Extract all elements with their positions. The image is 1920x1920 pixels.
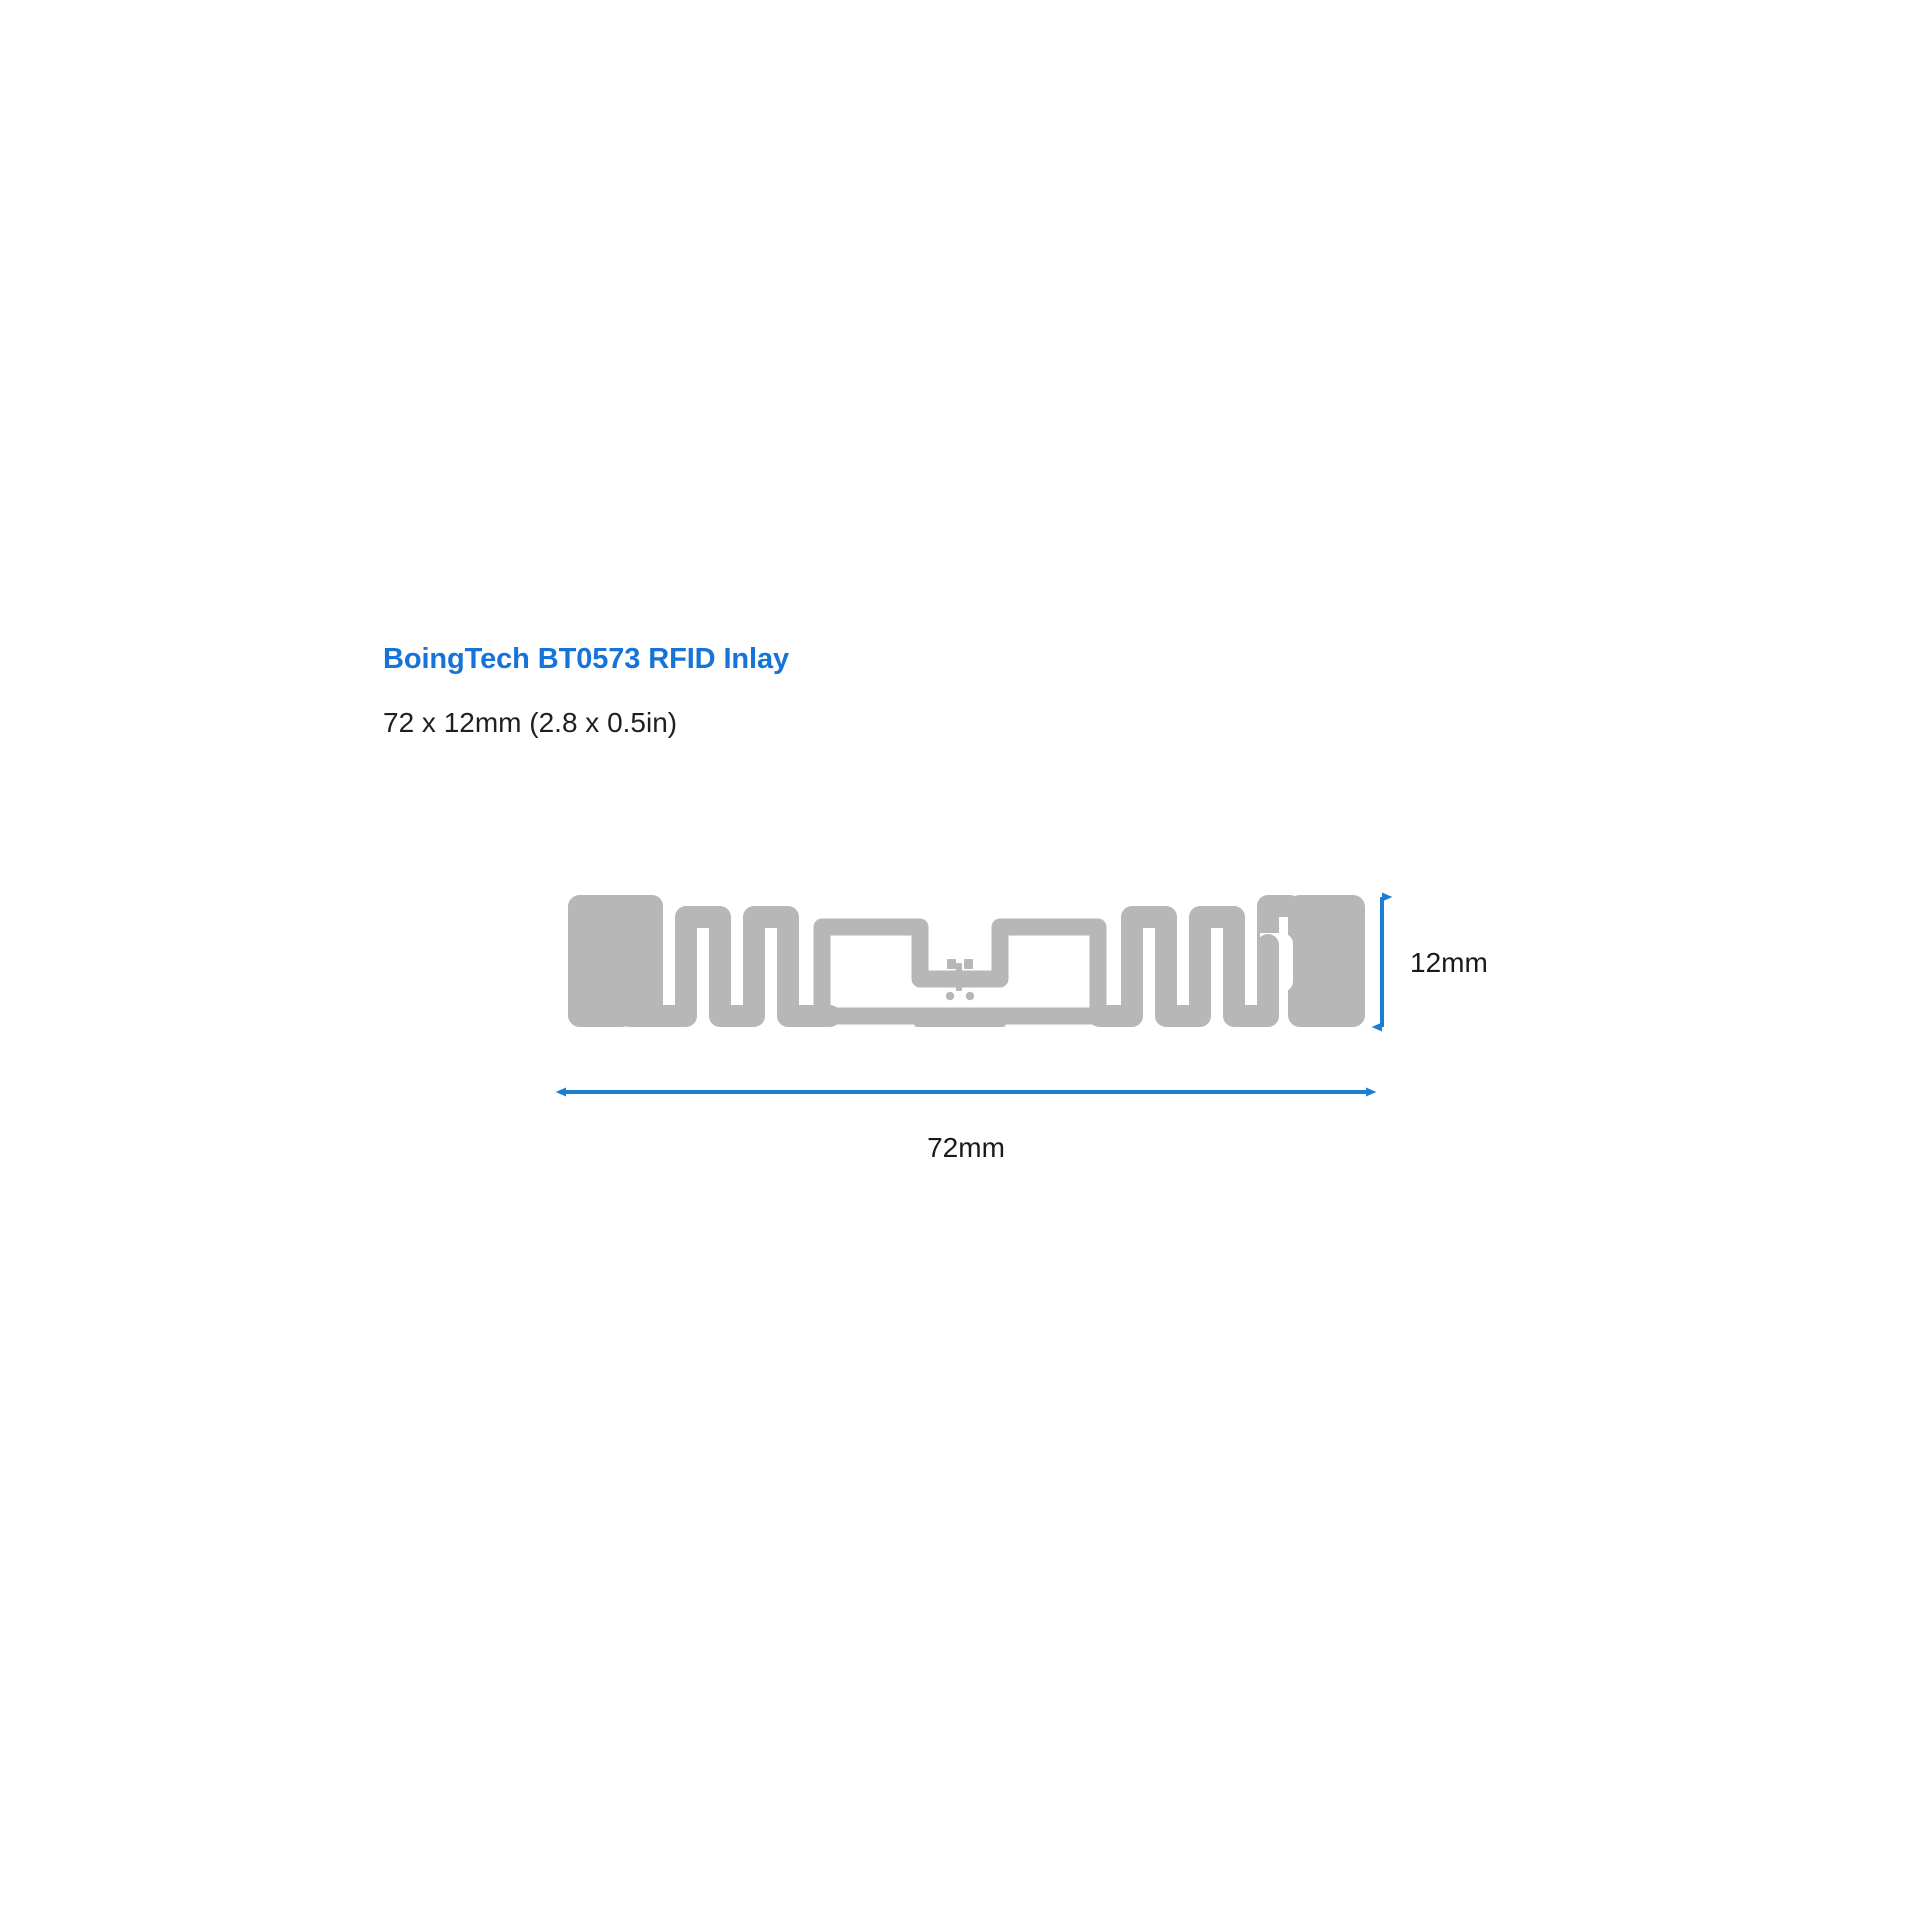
chip-bond-dot-left [945,991,955,1001]
horizontal-dimension-group: 72mm [555,1087,1377,1163]
vertical-dimension-label: 12mm [1410,947,1488,978]
rfid-inlay-svg: 12mm 72mm [555,892,1488,1163]
product-text-block: BoingTech BT0573 RFID Inlay 72 x 12mm (2… [383,643,1383,739]
horizontal-dimension-label: 72mm [927,1132,1005,1163]
antenna-trace [568,895,1365,1027]
vertical-dimension-group: 12mm [1371,892,1488,1032]
rfid-inlay-figure: 12mm 72mm [500,855,1500,1195]
chip-bond-dot-right [965,991,975,1001]
page-title: BoingTech BT0573 RFID Inlay [383,643,790,675]
antenna-loop-base-center [914,1008,1006,1027]
antenna-left-meander [623,895,841,1027]
antenna-right-pad-body [1288,895,1365,1027]
antenna-left-pad-body [568,895,634,1027]
chip-pad-left [947,959,956,969]
chip-strap-flare [944,977,976,987]
antenna-center-loop [813,918,1107,1025]
chip-pad-right [964,959,973,969]
product-dimensions-text: 72 x 12mm (2.8 x 0.5in) [383,706,678,738]
